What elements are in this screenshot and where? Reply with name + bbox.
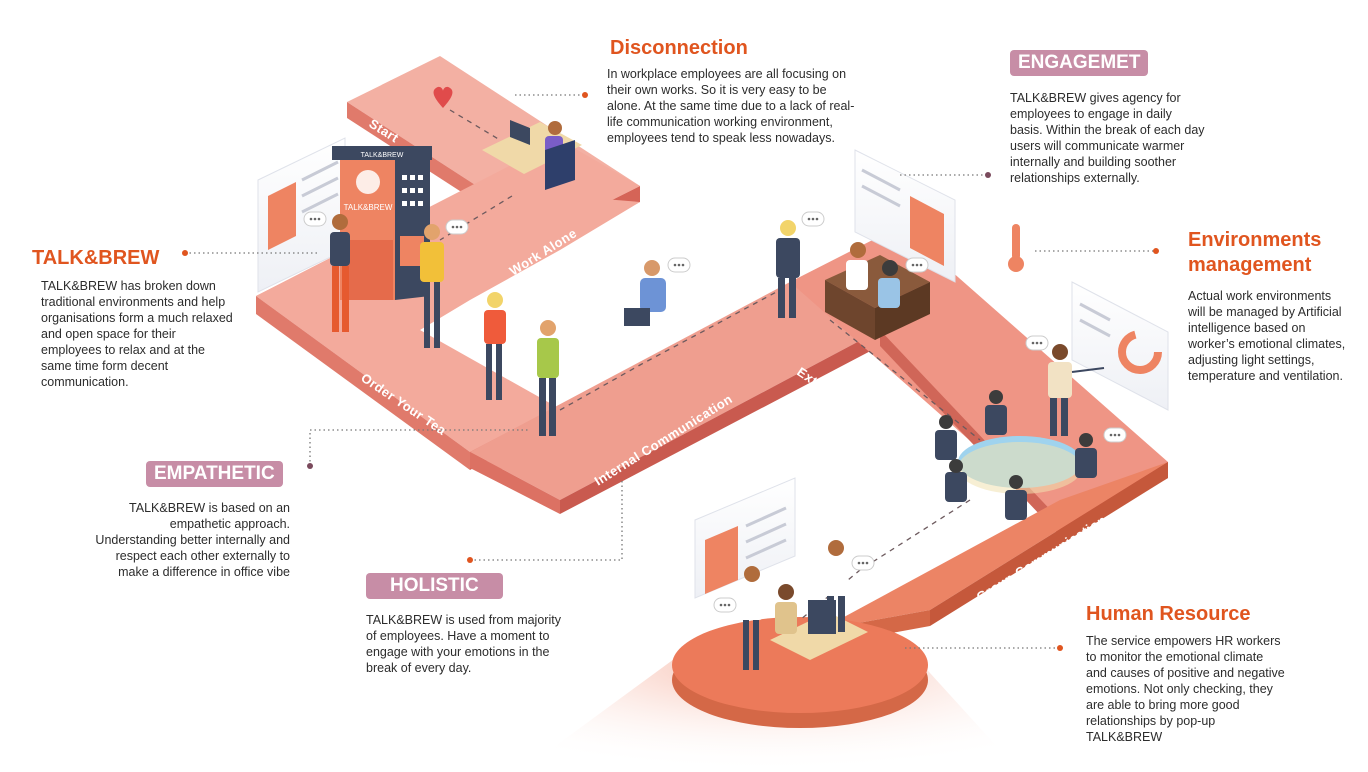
desk-work-alone	[482, 120, 582, 190]
engagement-body: TALK&BREW gives agency for employees to …	[1010, 91, 1205, 185]
kiosk-front-label: TALK&BREW	[344, 203, 393, 212]
floating-screen-right	[1071, 281, 1169, 411]
annotation-disconnection-body: In workplace employees are all focusing …	[607, 66, 879, 146]
path-segment-internal	[470, 282, 880, 514]
empathetic-title: EMPATHETIC	[146, 461, 283, 487]
holistic-title: HOLISTIC	[366, 573, 503, 599]
talkbrew-kiosk: TALK&BREW TALK&BREW	[332, 146, 432, 300]
leader-lines	[185, 94, 1156, 649]
annotation-disconnection: Disconnection	[610, 36, 880, 60]
disconnection-title: Disconnection	[610, 37, 748, 59]
heart-icon	[433, 86, 453, 108]
engagement-title: ENGAGEMET	[1010, 50, 1149, 76]
empathetic-body: TALK&BREW is based on an empathetic appr…	[95, 501, 290, 579]
holistic-body: TALK&BREW is used from majority of emplo…	[366, 613, 561, 675]
environments-body: Actual work environments will be managed…	[1188, 289, 1346, 383]
annotation-empathetic-body: TALK&BREW is based on an empathetic appr…	[70, 500, 290, 580]
human-resource-title: Human Resource	[1086, 603, 1251, 625]
disconnection-body: In workplace employees are all focusing …	[607, 67, 855, 145]
human-resource-body: The service empowers HR workers to monit…	[1086, 634, 1285, 744]
people	[330, 214, 1105, 670]
talkbrew-body: TALK&BREW has broken down traditional en…	[41, 279, 233, 389]
floating-screen-hr	[694, 477, 796, 599]
annotation-human-resource: Human Resource	[1086, 602, 1251, 626]
environments-title-line1: Environments	[1188, 229, 1322, 251]
annotation-environments: Environments management	[1188, 228, 1358, 277]
annotation-environments-body: Actual work environments will be managed…	[1188, 288, 1363, 384]
hr-platform	[672, 617, 928, 728]
annotation-empathetic: EMPATHETIC	[146, 461, 283, 487]
annotation-engagement-body: TALK&BREW gives agency for employees to …	[1010, 90, 1240, 186]
annotation-holistic: HOLISTIC	[366, 573, 503, 599]
environments-title-line2: management	[1188, 254, 1312, 276]
floating-screen-top-right	[854, 149, 956, 283]
speech-bubble-dots	[309, 217, 1121, 607]
annotation-engagement: ENGAGEMET	[1010, 50, 1149, 76]
thermometer-icon	[1008, 224, 1024, 272]
leader-dots	[182, 92, 1159, 651]
kiosk-top-label: TALK&BREW	[361, 152, 404, 159]
annotation-holistic-body: TALK&BREW is used from majority of emplo…	[366, 612, 586, 676]
annotation-human-resource-body: The service empowers HR workers to monit…	[1086, 633, 1316, 745]
annotation-talkbrew-body: TALK&BREW has broken down traditional en…	[41, 278, 261, 390]
talkbrew-title: TALK&BREW	[32, 247, 160, 269]
annotation-talkbrew: TALK&BREW	[32, 246, 159, 270]
